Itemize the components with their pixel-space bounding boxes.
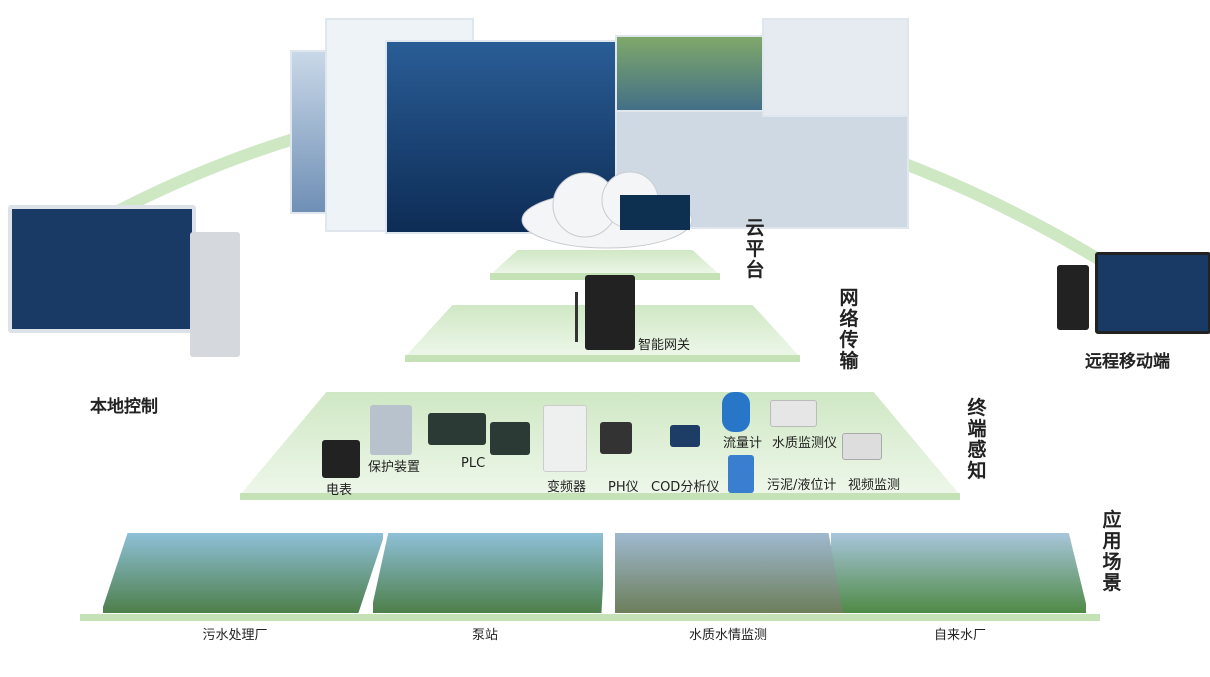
device-label: PH仪 xyxy=(608,480,639,495)
gateway-label: 智能网关 xyxy=(638,338,691,353)
phone xyxy=(1057,265,1089,330)
layer-label-cloud: 云平台 xyxy=(745,217,765,281)
scenario-label: 污水处理厂 xyxy=(202,628,268,643)
device-label: 视频监测 xyxy=(848,478,901,493)
desktop-monitor xyxy=(8,205,196,333)
device-label: 变频器 xyxy=(547,480,587,495)
antenna-icon xyxy=(575,292,578,342)
cloud-platform xyxy=(490,250,720,275)
scenario-label: 自来水厂 xyxy=(933,628,986,643)
device-label: 流量计 xyxy=(723,436,763,451)
pc-tower xyxy=(190,232,240,357)
device-label: PLC xyxy=(461,456,486,471)
cloud-icon xyxy=(521,171,693,249)
device-label: COD分析仪 xyxy=(651,480,720,495)
scenario-image xyxy=(612,530,850,616)
layer-label-terminal: 终端感知 xyxy=(967,397,987,482)
layer-label-application: 应用场景 xyxy=(1102,509,1122,594)
scenario-image xyxy=(100,530,386,616)
remote-mobile-label: 远程移动端 xyxy=(1085,352,1170,372)
scenario-label: 水质水情监测 xyxy=(688,628,767,643)
gateway-device xyxy=(585,275,635,350)
scenario-image xyxy=(828,530,1089,616)
device-label: 电表 xyxy=(326,483,353,498)
layer-label-network: 网络传输 xyxy=(839,287,859,372)
tablet xyxy=(1095,252,1210,334)
device-label: 保护装置 xyxy=(368,460,421,475)
device-label: 水质监测仪 xyxy=(772,436,838,451)
scenario-image xyxy=(370,530,606,616)
scenario-label: 泵站 xyxy=(471,628,498,643)
device-label: 污泥/液位计 xyxy=(767,478,837,493)
local-control-label: 本地控制 xyxy=(90,397,158,417)
